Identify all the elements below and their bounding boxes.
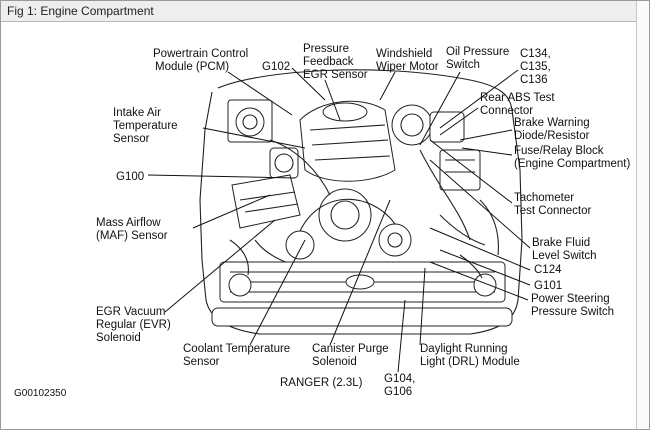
label-g101: G101 — [534, 280, 562, 292]
label-fuse-relay: Fuse/Relay Block (Engine Compartment) — [514, 145, 630, 170]
label-rear-abs: Rear ABS Test Connector — [480, 92, 558, 117]
window-title: Fig 1: Engine Compartment — [7, 4, 154, 18]
label-windshield-wiper: Windshield Wiper Motor — [376, 48, 439, 73]
title-bar: Fig 1: Engine Compartment — [1, 1, 649, 22]
label-tachometer: Tachometer Test Connector — [514, 192, 592, 217]
label-pcm: Powertrain Control Module (PCM) — [153, 48, 251, 73]
caption: RANGER (2.3L) — [280, 377, 363, 389]
figure-id: G00102350 — [14, 388, 67, 399]
leader-lines — [147, 67, 531, 373]
label-drl-module: Daylight Running Light (DRL) Module — [420, 343, 520, 368]
label-brake-fluid: Brake Fluid Level Switch — [532, 237, 597, 262]
label-g104-g106: G104, G106 — [384, 373, 419, 398]
label-c134: C134, C135, C136 — [520, 48, 554, 86]
label-coolant-temp: Coolant Temperature Sensor — [183, 343, 293, 368]
callout-labels: Powertrain Control Module (PCM) G102 Pre… — [14, 43, 630, 399]
label-canister-purge: Canister Purge Solenoid — [312, 343, 392, 368]
scrollbar[interactable] — [636, 1, 649, 429]
label-egr-vacuum: EGR Vacuum Regular (EVR) Solenoid — [96, 306, 174, 344]
label-pressure-feedback-egr: Pressure Feedback EGR Sensor — [303, 43, 368, 81]
label-brake-warning: Brake Warning Diode/Resistor — [514, 117, 593, 142]
label-g102: G102 — [262, 61, 290, 73]
label-g100: G100 — [116, 171, 144, 183]
engine-illustration — [199, 69, 523, 335]
label-maf: Mass Airflow (MAF) Sensor — [96, 217, 168, 242]
label-intake-air-temp: Intake Air Temperature Sensor — [113, 107, 181, 145]
label-oil-pressure: Oil Pressure Switch — [446, 46, 512, 71]
label-power-steering: Power Steering Pressure Switch — [531, 293, 614, 318]
label-c124: C124 — [534, 264, 562, 276]
